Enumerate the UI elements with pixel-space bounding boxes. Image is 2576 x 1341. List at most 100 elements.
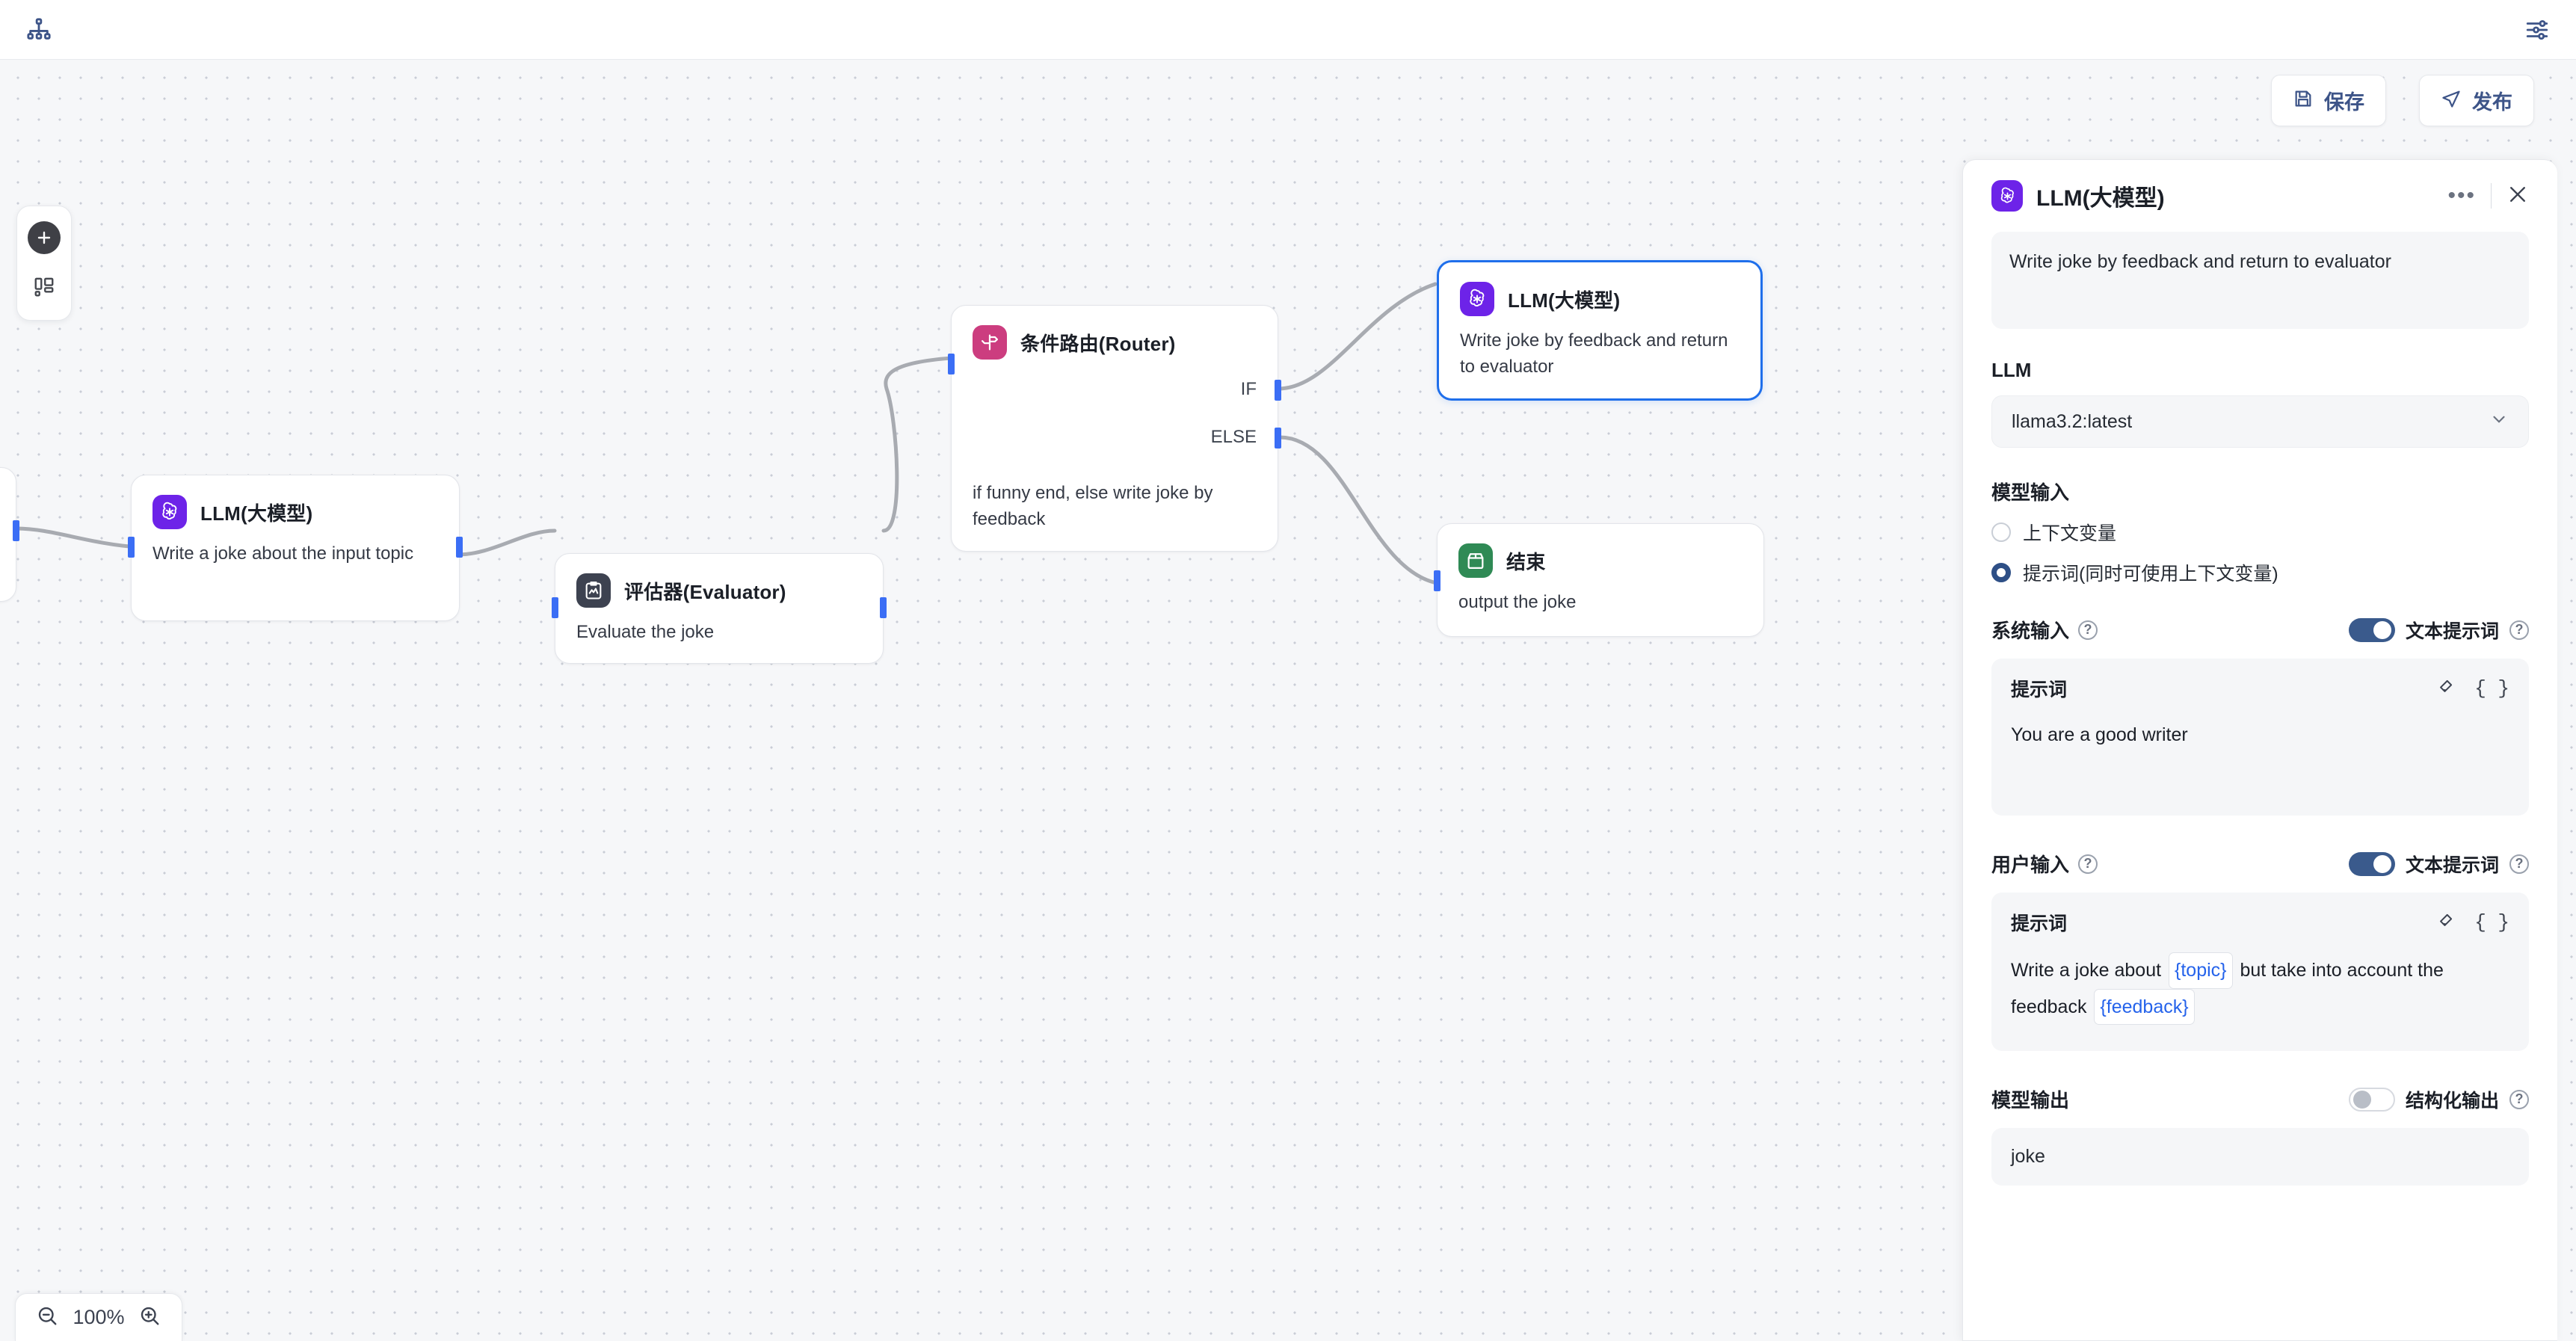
zoom-level: 100%	[73, 1306, 125, 1328]
radio-context-variable[interactable]: 上下文变量	[1991, 519, 2529, 546]
node-llm-1[interactable]: LLM(大模型) Write a joke about the input to…	[128, 475, 463, 621]
floppy-disk-icon	[2293, 88, 2314, 113]
structured-output-toggle[interactable]	[2348, 1087, 2395, 1112]
edge-layer	[14, 282, 1439, 585]
node-title: LLM(大模型)	[200, 502, 313, 525]
variable-chip-topic[interactable]: {topic}	[2169, 952, 2233, 989]
question-mark-icon[interactable]: ?	[2509, 854, 2529, 874]
eraser-icon[interactable]	[2435, 677, 2455, 700]
system-prompt-text: You are a good writer	[2011, 724, 2188, 745]
node-header: 结束	[1438, 524, 1763, 578]
top-bar	[0, 0, 2576, 60]
node-description: Write a joke about the input topic	[152, 543, 414, 564]
edge-router-if-to-llm2	[1276, 282, 1438, 391]
port-output-if[interactable]	[1275, 380, 1281, 401]
question-mark-icon[interactable]: ?	[2509, 620, 2529, 640]
node-title: 评估器(Evaluator)	[624, 580, 786, 603]
prompt-text-part: but take into account the feedback	[2011, 960, 2444, 1017]
port-output-else[interactable]	[1275, 428, 1281, 448]
node-title: 结束	[1506, 550, 1546, 573]
node-llm-2-selected[interactable]: LLM(大模型) Write joke by feedback and retu…	[1437, 260, 1763, 401]
port-input[interactable]	[552, 597, 558, 618]
panel-title: LLM(大模型)	[2036, 186, 2165, 211]
user-input-label: 用户输入	[1991, 854, 2070, 876]
question-mark-icon[interactable]: ?	[2078, 854, 2098, 874]
user-prompt-label: 提示词	[2011, 913, 2068, 934]
plus-icon[interactable]	[28, 221, 61, 254]
more-horizontal-icon[interactable]: •••	[2447, 183, 2476, 208]
send-icon	[2441, 88, 2462, 113]
edge-llm1-to-eval	[455, 528, 557, 557]
port-input[interactable]	[948, 354, 955, 374]
insert-variable-icon[interactable]: { }	[2474, 677, 2509, 700]
variable-chip-feedback[interactable]: {feedback}	[2094, 988, 2195, 1025]
radio-label: 上下文变量	[2023, 523, 2117, 544]
publish-button[interactable]: 发布	[2419, 75, 2534, 126]
insert-variable-icon[interactable]: { }	[2474, 911, 2509, 934]
radio-icon-selected	[1991, 563, 2011, 582]
close-icon[interactable]	[2506, 183, 2529, 209]
divider	[2491, 183, 2492, 209]
radio-prompt[interactable]: 提示词(同时可使用上下文变量)	[1991, 559, 2529, 586]
save-button[interactable]: 保存	[2271, 75, 2386, 126]
node-description: if funny end, else write joke by feedbac…	[973, 483, 1213, 529]
canvas-action-buttons: 保存 发布	[2271, 75, 2534, 126]
zoom-control: 100%	[15, 1293, 182, 1341]
chevron-down-icon	[2489, 410, 2509, 434]
top-bar-right	[2518, 10, 2557, 49]
signpost-icon	[973, 325, 1007, 360]
edge-eval-to-router	[881, 356, 953, 533]
package-icon	[1458, 543, 1493, 578]
port-output[interactable]	[13, 520, 19, 541]
question-mark-icon[interactable]: ?	[2509, 1089, 2529, 1109]
node-router[interactable]: 条件路由(Router) IF ELSE if funny end, else …	[948, 305, 1281, 552]
user-toggle-label: 文本提示词	[2405, 854, 2499, 876]
panel-header: LLM(大模型) •••	[1991, 179, 2529, 212]
structured-output-label: 结构化输出	[2405, 1090, 2499, 1112]
port-output[interactable]	[880, 597, 887, 618]
node-start-partial[interactable]	[0, 467, 19, 602]
model-input-label: 模型输入	[1991, 481, 2070, 504]
system-input-section: 系统输入 ? 文本提示词 ? 提示词	[1991, 616, 2529, 816]
openai-logo-icon	[1460, 282, 1494, 316]
model-output-value[interactable]: joke	[1991, 1128, 2529, 1186]
node-description-box[interactable]: Write joke by feedback and return to eva…	[1991, 232, 2529, 329]
node-title: LLM(大模型)	[1508, 289, 1621, 312]
port-output[interactable]	[456, 537, 463, 558]
system-prompt-box[interactable]: 提示词 { } You are a good writer	[1991, 659, 2529, 816]
edge-router-else-to-end	[1278, 435, 1439, 585]
system-prompt-label: 提示词	[2011, 679, 2068, 700]
user-prompt-box[interactable]: 提示词 { } Write a joke about {top	[1991, 893, 2529, 1051]
user-text-prompt-toggle[interactable]	[2348, 851, 2395, 876]
eraser-icon[interactable]	[2435, 911, 2455, 934]
model-output-label: 模型输出	[1991, 1089, 2070, 1112]
openai-logo-icon	[1991, 180, 2023, 212]
llm-section-label: LLM	[1991, 359, 2032, 381]
radio-icon	[1991, 522, 2011, 542]
question-mark-icon[interactable]: ?	[2078, 620, 2098, 640]
node-config-panel: LLM(大模型) ••• Write joke by feedback and …	[1962, 159, 2557, 1341]
sliders-icon[interactable]	[2518, 10, 2557, 49]
model-select[interactable]: llama3.2:latest	[1991, 395, 2529, 448]
zoom-out-icon[interactable]	[36, 1304, 58, 1331]
node-evaluator[interactable]: 评估器(Evaluator) Evaluate the joke	[552, 553, 887, 664]
save-label: 保存	[2324, 91, 2364, 114]
node-end[interactable]: 结束 output the joke	[1434, 523, 1764, 637]
user-prompt-text: Write a joke about {topic} but take into…	[2011, 952, 2509, 1025]
layout-grid-icon[interactable]	[28, 271, 61, 303]
node-header: 条件路由(Router)	[952, 306, 1278, 360]
clipboard-chart-icon	[576, 573, 611, 608]
sitemap-icon[interactable]	[19, 10, 58, 49]
system-text-prompt-toggle[interactable]	[2348, 617, 2395, 642]
node-description: Write joke by feedback and return to eva…	[1460, 330, 1728, 377]
port-input[interactable]	[128, 537, 135, 558]
prompt-text-part: Write a joke about	[2011, 960, 2162, 981]
branch-label-else: ELSE	[1210, 427, 1257, 447]
system-toggle-label: 文本提示词	[2405, 620, 2499, 642]
zoom-in-icon[interactable]	[138, 1304, 161, 1331]
top-bar-left	[19, 10, 58, 49]
model-select-value: llama3.2:latest	[2012, 410, 2133, 432]
port-input[interactable]	[1434, 570, 1440, 591]
radio-label: 提示词(同时可使用上下文变量)	[2023, 564, 2278, 585]
node-title: 条件路由(Router)	[1020, 332, 1176, 355]
